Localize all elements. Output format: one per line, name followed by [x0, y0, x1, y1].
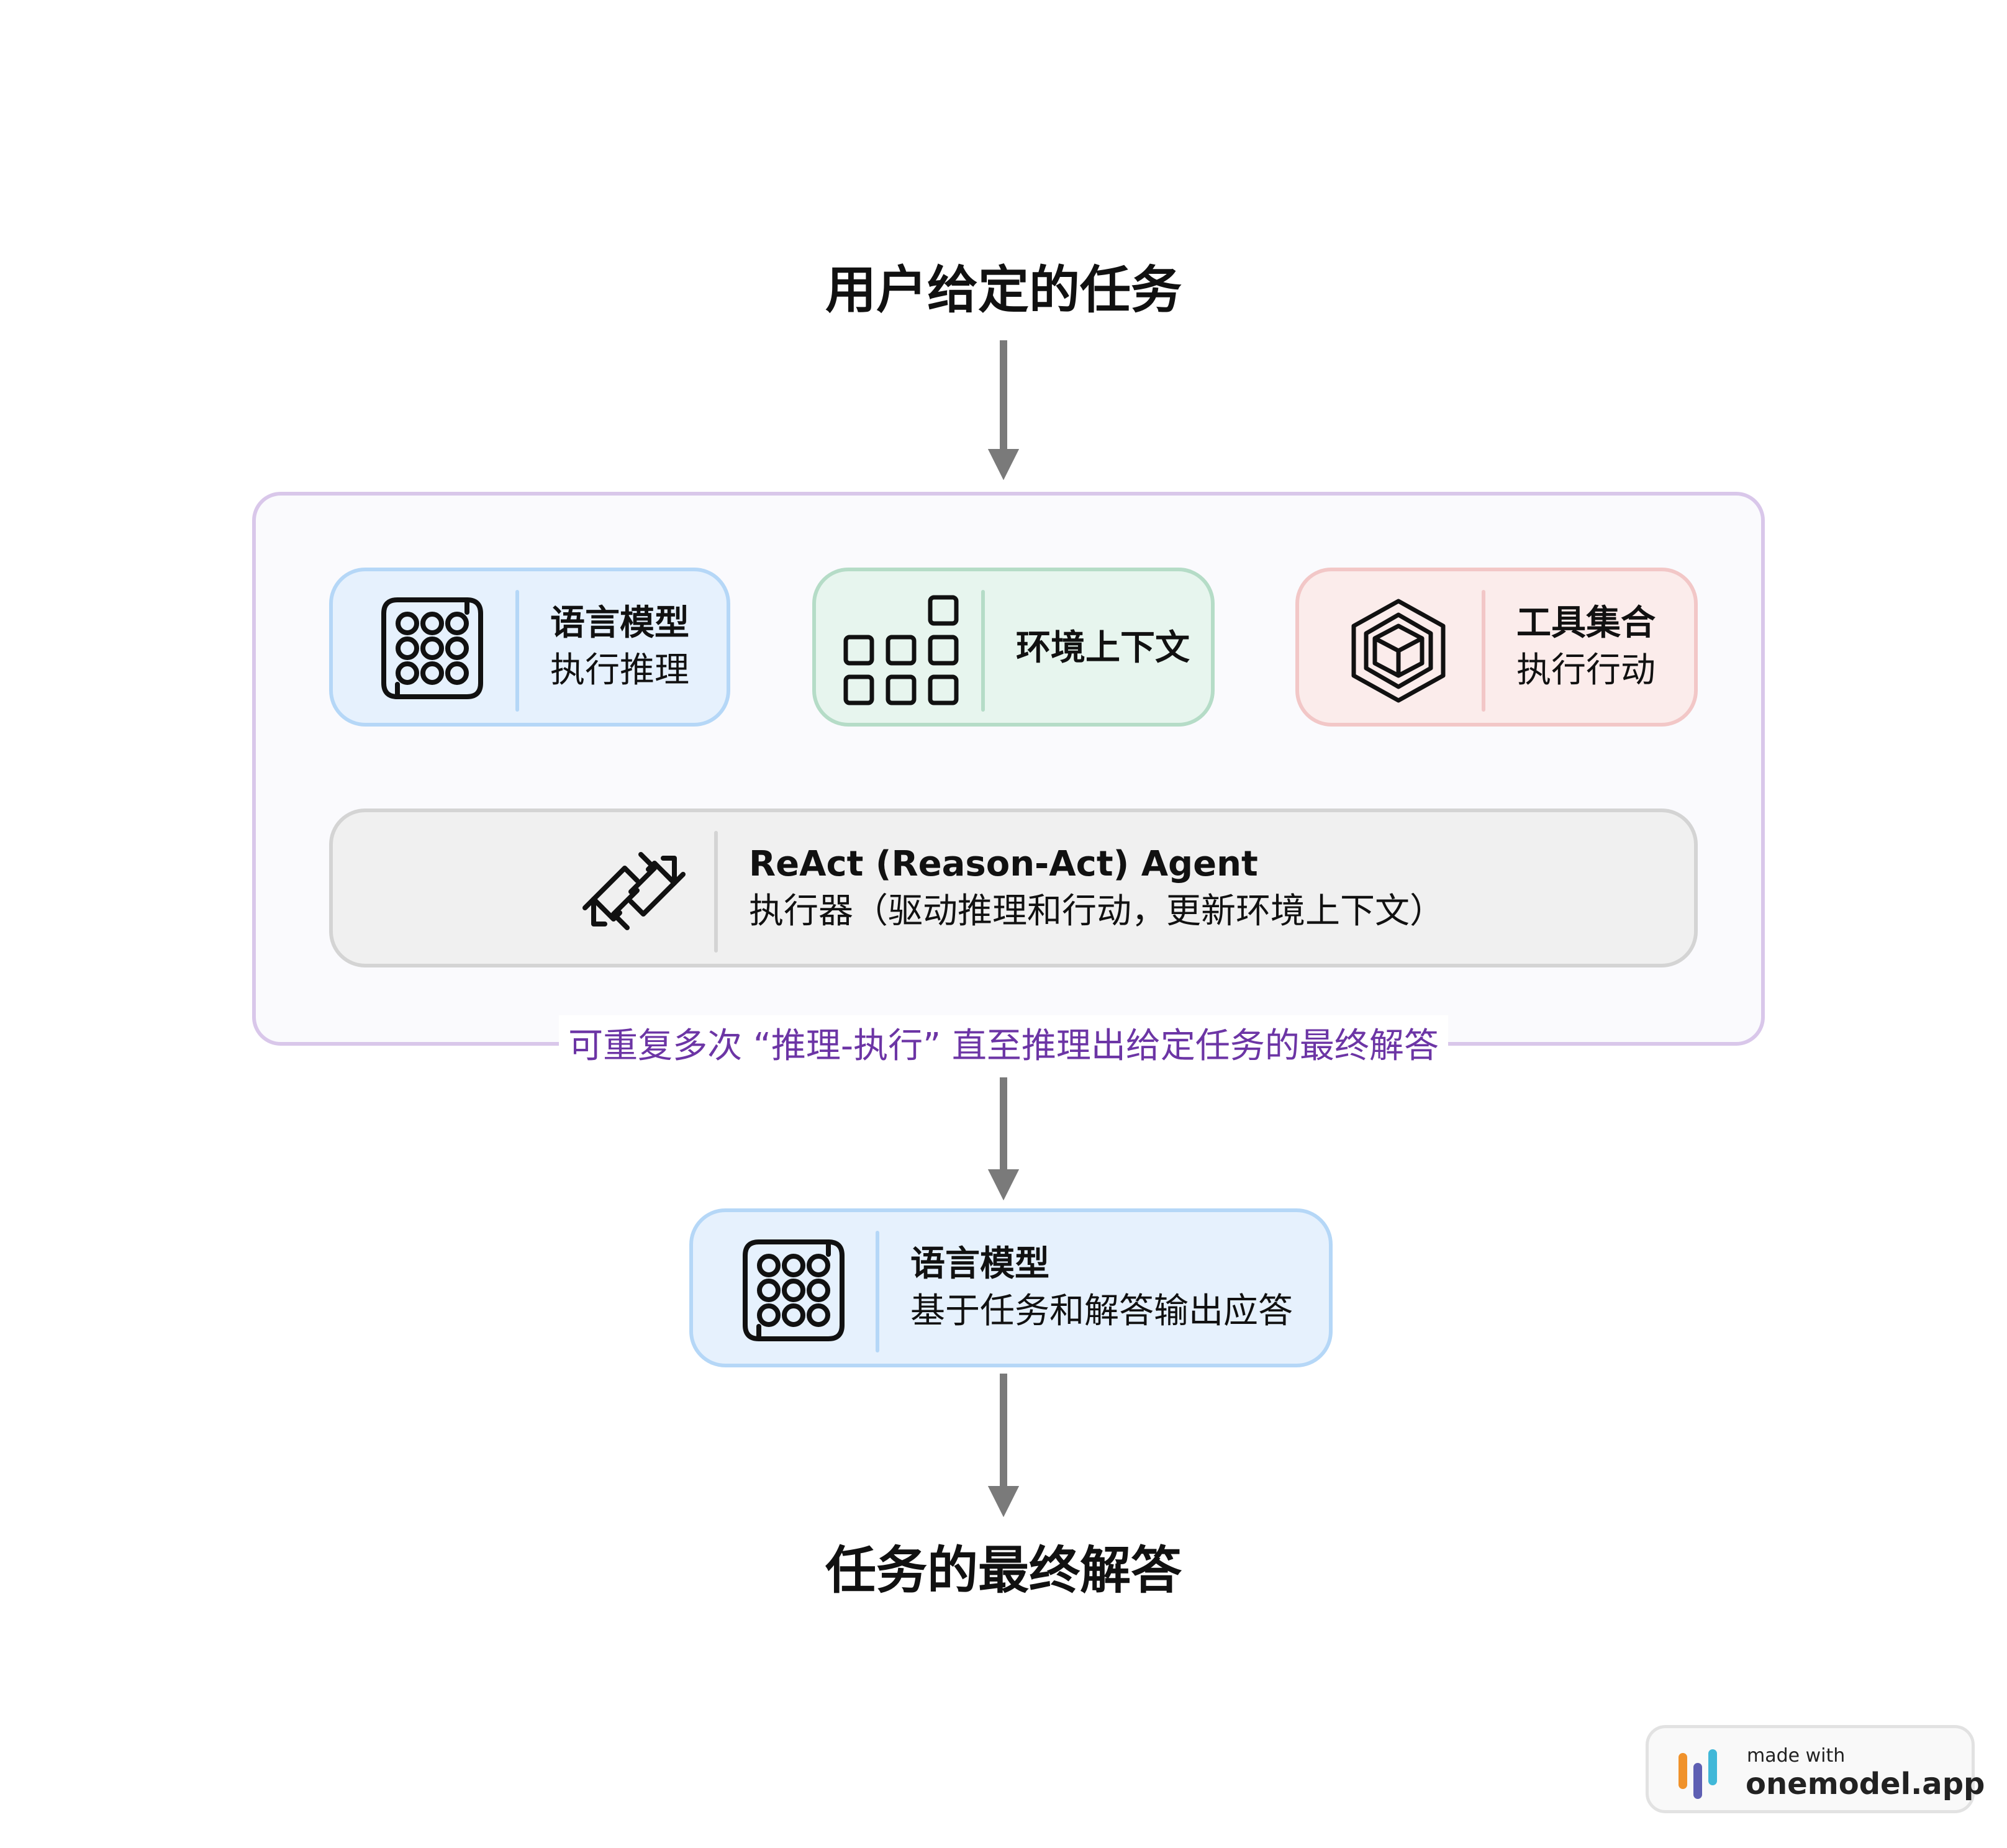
watermark-small-text: made with — [1747, 1745, 1846, 1767]
language-model-icon — [381, 597, 483, 699]
environment-context-node: 环境上下文 — [812, 568, 1215, 727]
node-divider — [515, 590, 519, 712]
node-divider — [1482, 590, 1485, 712]
watermark-brand-text: onemodel.app — [1746, 1767, 1985, 1801]
toolset-title: 工具集合 — [1516, 603, 1656, 643]
react-agent-subtitle: 执行器（驱动推理和行动，更新环境上下文） — [749, 891, 1444, 931]
language-model-node: 语言模型 执行推理 — [329, 568, 730, 727]
task-input-title: 用户给定的任务 — [825, 261, 1182, 320]
language-model-title: 语言模型 — [550, 603, 689, 643]
answer-model-subtitle: 基于任务和解答输出应答 — [910, 1291, 1293, 1331]
toolset-cube-icon — [1351, 599, 1446, 703]
final-answer-title: 任务的最终解答 — [825, 1541, 1182, 1600]
toolset-node: 工具集合 执行行动 — [1295, 568, 1698, 727]
agent-loop-icon — [582, 852, 686, 930]
node-divider — [714, 831, 718, 953]
react-agent-title: ReAct (Reason-Act) Agent — [749, 844, 1258, 884]
context-blocks-icon — [843, 595, 959, 705]
language-model-icon — [743, 1239, 845, 1341]
toolset-subtitle: 执行行动 — [1516, 650, 1656, 691]
loop-caption: 可重复多次 “推理-执行” 直至推理出给定任务的最终解答 — [559, 1015, 1448, 1077]
onemodel-logo-icon — [1679, 1749, 1717, 1799]
environment-context-title: 环境上下文 — [1016, 628, 1190, 668]
react-agent-node: ReAct (Reason-Act) Agent 执行器（驱动推理和行动，更新环… — [329, 808, 1698, 967]
language-model-subtitle: 执行推理 — [550, 650, 689, 691]
node-divider — [981, 590, 985, 712]
made-with-badge[interactable]: made with onemodel.app — [1646, 1725, 1985, 1813]
node-divider — [876, 1231, 879, 1352]
answer-model-title: 语言模型 — [910, 1244, 1049, 1284]
answer-language-model-node: 语言模型 基于任务和解答输出应答 — [689, 1208, 1333, 1367]
